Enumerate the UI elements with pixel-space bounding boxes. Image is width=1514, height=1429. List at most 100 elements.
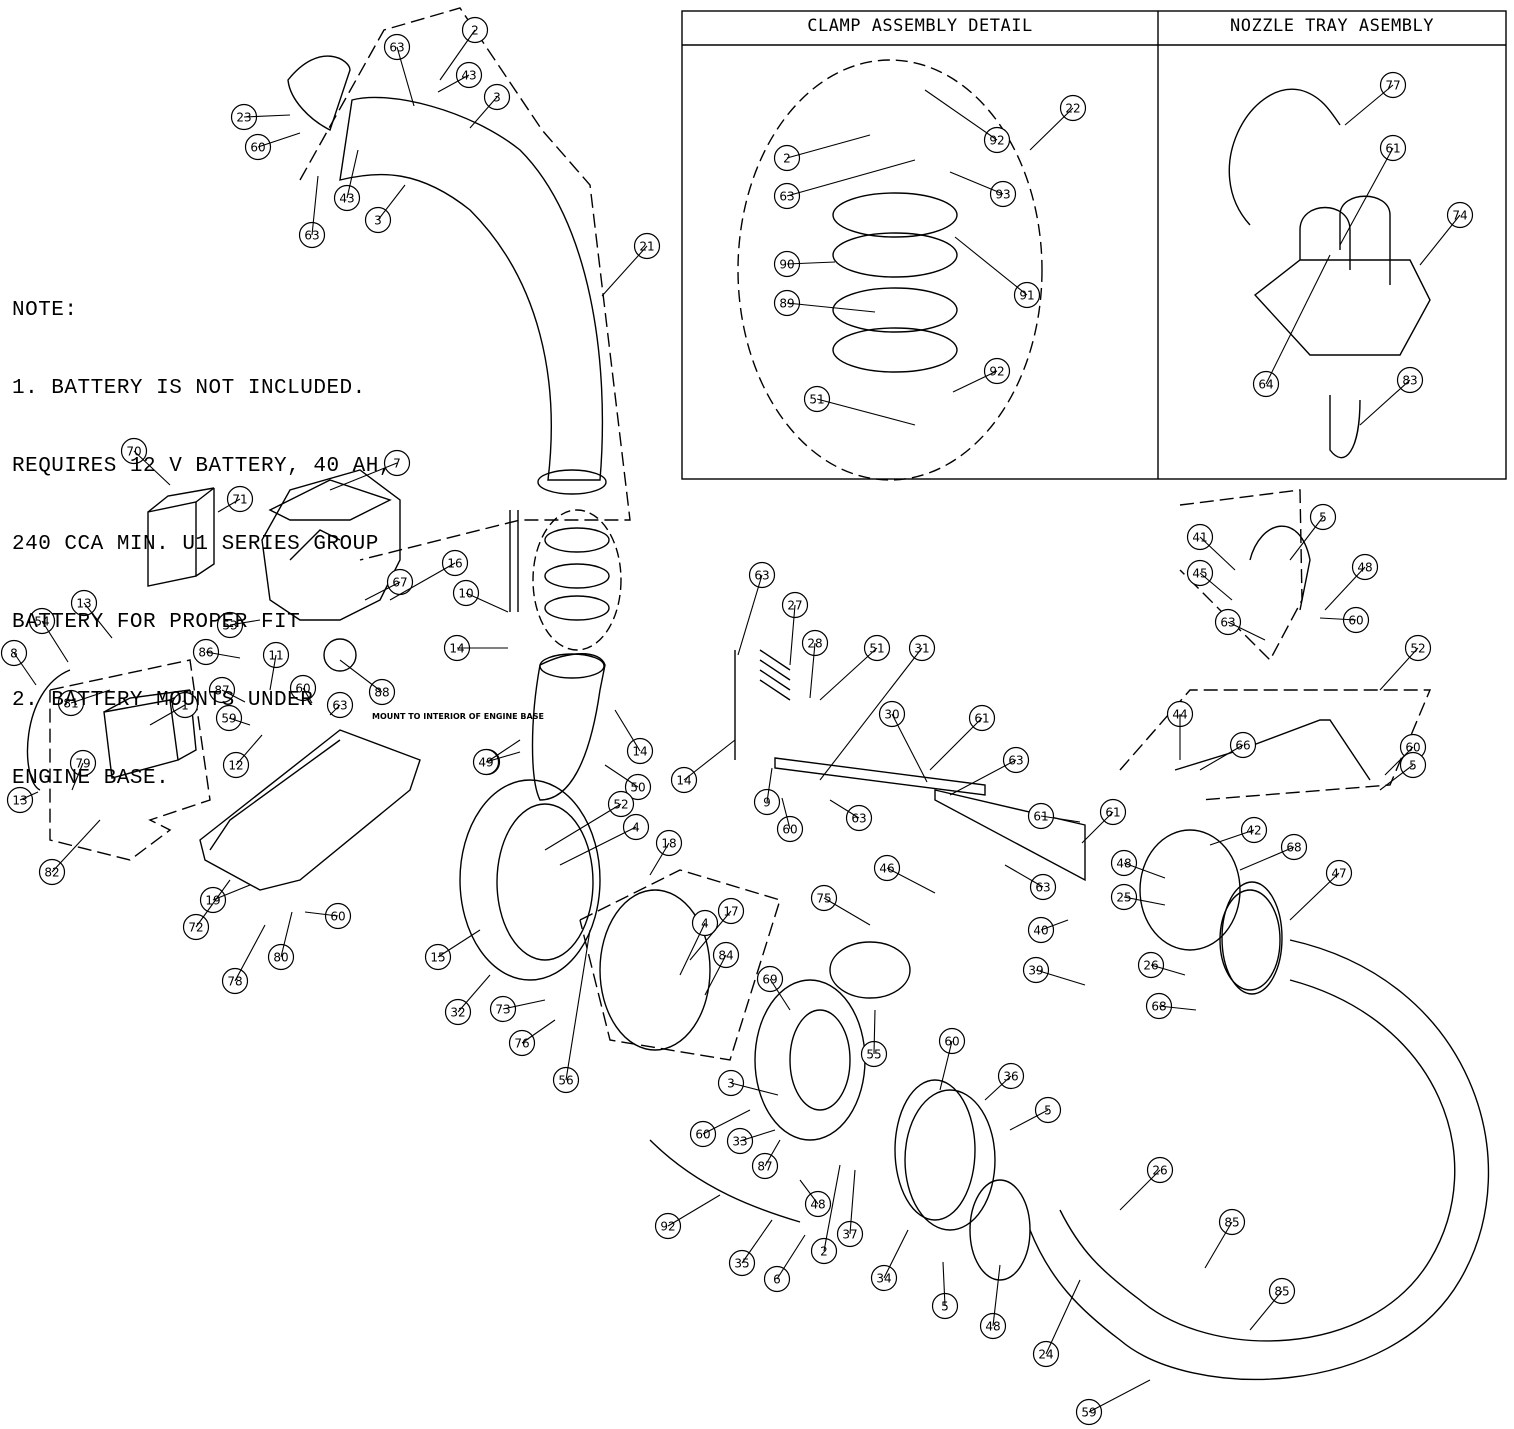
cover-plate [754, 979, 866, 1141]
callout-leader [766, 767, 773, 803]
callout-leader [311, 175, 319, 236]
callout-leader [786, 134, 871, 159]
callout-number: 55 [866, 1048, 881, 1062]
callout-leader [689, 910, 732, 961]
callout-leader [346, 149, 359, 199]
callout-leader [329, 462, 398, 491]
callout-leader [212, 884, 251, 901]
callout-leader [304, 911, 339, 917]
callout-leader [614, 709, 641, 752]
callout-leader [221, 689, 246, 703]
callout-number: 48 [810, 1198, 825, 1212]
note-line-1: 1. BATTERY IS NOT INCLUDED. [12, 377, 366, 400]
callout-leader [1209, 829, 1255, 846]
clamp-detail-outline [737, 59, 1043, 481]
callout-leader [13, 652, 37, 686]
callout-leader [234, 924, 266, 982]
callout-leader [1081, 811, 1114, 844]
callout-number: 2 [820, 1245, 828, 1259]
callout-number: 53 [222, 619, 237, 633]
callout-leader [1324, 566, 1366, 611]
callout-leader [1379, 647, 1419, 691]
callout-number: 13 [12, 794, 27, 808]
callout-number: 82 [44, 866, 59, 880]
callout-leader [521, 1019, 556, 1044]
callout-leader [339, 659, 383, 693]
callout-leader [257, 132, 301, 148]
callout-leader [823, 897, 871, 926]
handle-45 [1249, 525, 1311, 611]
callout-number: 2 [783, 152, 791, 166]
callout-leader [502, 999, 546, 1010]
callout-leader [1344, 84, 1394, 126]
callout-leader [819, 647, 878, 701]
callout-leader [829, 799, 860, 819]
callout-number: 33 [732, 1135, 747, 1149]
callout-leader [1088, 1379, 1151, 1413]
callout-number: 32 [450, 1006, 465, 1020]
callout-leader [195, 879, 231, 928]
callout-leader [469, 96, 498, 129]
callout-leader [1004, 864, 1044, 888]
callout-leader [649, 842, 670, 876]
callout-leader [269, 654, 277, 691]
callout-leader [70, 689, 111, 704]
callout-leader [235, 734, 263, 766]
fuel-line [26, 669, 71, 791]
callout-number: 19 [205, 894, 220, 908]
nozzle-hood [1139, 829, 1241, 951]
callout-number: 40 [1033, 924, 1048, 938]
engine-base [199, 729, 421, 891]
callout-number: 81 [63, 697, 78, 711]
callout-leader [329, 704, 341, 716]
callout-number: 9 [763, 796, 771, 810]
impeller [599, 889, 711, 1051]
nozzle-tray [1253, 259, 1431, 356]
callout-leader [799, 1179, 819, 1205]
blower-outlet [531, 653, 606, 801]
callout-number: 73 [495, 1003, 510, 1017]
note-line-3: 240 CCA MIN. U1 SERIES GROUP [12, 533, 379, 556]
callout-leader [939, 1040, 953, 1091]
callout-leader [1158, 1005, 1197, 1011]
axle-bar [774, 757, 986, 796]
blower-housing [459, 779, 601, 981]
callout-leader [739, 1129, 776, 1142]
callout-leader [396, 46, 415, 107]
callout-leader [1239, 846, 1295, 871]
callout-leader [883, 1229, 909, 1279]
mount-label: MOUNT TO INTERIOR OF ENGINE BASE [372, 712, 544, 721]
callout-leader [604, 764, 639, 788]
callout-leader [1040, 919, 1069, 931]
callout-leader [1199, 572, 1233, 601]
deflector [287, 55, 351, 131]
callout-number: 50 [630, 781, 645, 795]
callout-number: 37 [842, 1228, 857, 1242]
callout-leader [1009, 1109, 1049, 1131]
callout-leader [1379, 764, 1414, 791]
callout-number: 87 [757, 1160, 772, 1174]
callout-leader [1227, 621, 1266, 641]
callout-number: 23 [236, 111, 251, 125]
nozzle-hook [1228, 88, 1341, 226]
callout-number: 43 [339, 192, 354, 206]
nozzle-tray-title: NOZZLE TRAY ASEMBLY [1230, 16, 1434, 36]
callout-leader [819, 647, 923, 781]
callout-leader [730, 1082, 779, 1096]
callout-leader [1289, 516, 1324, 561]
callout-number: 12 [228, 759, 243, 773]
callout-number: 34 [876, 1272, 891, 1286]
callout-number: 59 [1081, 1406, 1096, 1420]
note-line-6: ENGINE BASE. [12, 767, 170, 790]
callout-leader [1289, 872, 1340, 921]
callout-number: 60 [695, 1128, 710, 1142]
handle-44 [1174, 719, 1371, 781]
callout-leader [486, 739, 521, 763]
callout-leader [1319, 617, 1357, 621]
callout-number: 80 [273, 951, 288, 965]
callout-number: 56 [558, 1074, 573, 1088]
callout-leader [601, 245, 648, 297]
callout-number: 92 [989, 134, 1004, 148]
callout-leader [704, 954, 727, 996]
callout-leader [952, 370, 998, 393]
